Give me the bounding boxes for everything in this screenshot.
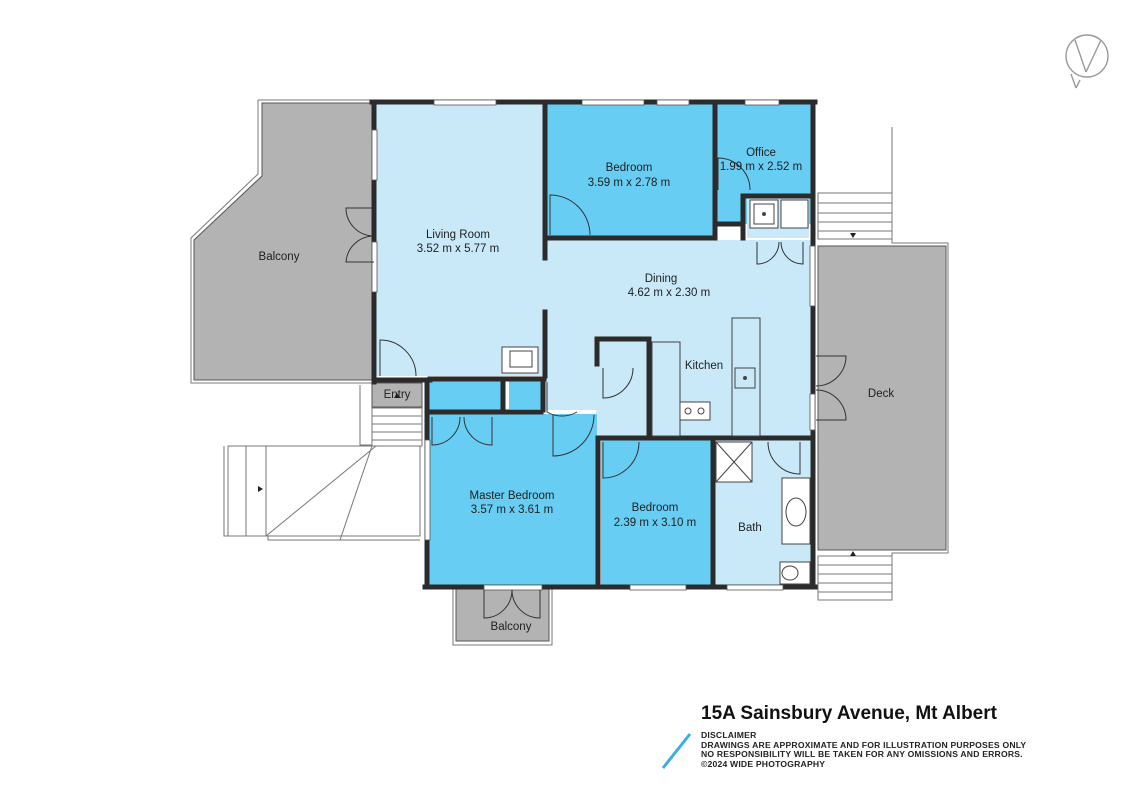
living-room-area [376,104,544,376]
room-name: Entry [384,389,411,401]
room-dims: 3.57 m x 3.61 m [471,504,553,516]
balcony-left-area [193,102,373,381]
room-name: Bath [738,522,762,534]
copyright: ©2024 WIDE PHOTOGRAPHY [701,758,826,769]
disclaimer-line: DRAWINGS ARE APPROXIMATE AND FOR ILLUSTR… [701,739,1027,750]
room-name: Balcony [491,621,532,633]
master-bedroom-area [429,414,597,585]
room-dims: 3.52 m x 5.77 m [417,243,499,255]
room-name: Office [746,147,776,159]
outdoor-areas [190,99,949,646]
room-dims: 3.59 m x 2.78 m [588,177,670,189]
balcony-bottom-area [455,588,550,642]
room-name: Kitchen [685,360,723,372]
deck-area [817,245,947,551]
room-name: Dining [645,273,678,285]
wide-photography-logo-icon [1065,34,1109,89]
room-dims: 4.62 m x 2.30 m [628,287,710,299]
room-name: Deck [868,388,894,400]
room-dims: 1.99 m x 2.52 m [720,161,802,173]
hallway-area [429,381,501,410]
disclaimer-heading: DISCLAIMER [701,730,757,740]
room-name: Living Room [426,229,490,241]
property-address: 15A Sainsbury Avenue, Mt Albert [701,703,997,724]
room-dims: 2.39 m x 3.10 m [614,517,696,529]
bedroom-bottom-area [601,440,711,585]
blue-slash-icon [661,733,692,769]
room-name: Bedroom [632,502,679,514]
room-labels: Balcony Living Room 3.52 m x 5.77 m Bedr… [259,147,895,633]
room-name: Balcony [259,251,300,263]
bedroom-top-area [547,104,713,238]
windows [371,99,816,591]
disclaimer-line: NO RESPONSIBILITY WILL BE TAKEN FOR ANY … [701,749,1023,760]
room-name: Master Bedroom [469,490,554,502]
room-name: Bedroom [606,162,653,174]
disclaimer-block: DISCLAIMER DRAWINGS ARE APPROXIMATE AND … [701,730,1027,769]
doors [345,157,847,619]
fixtures [501,199,811,585]
